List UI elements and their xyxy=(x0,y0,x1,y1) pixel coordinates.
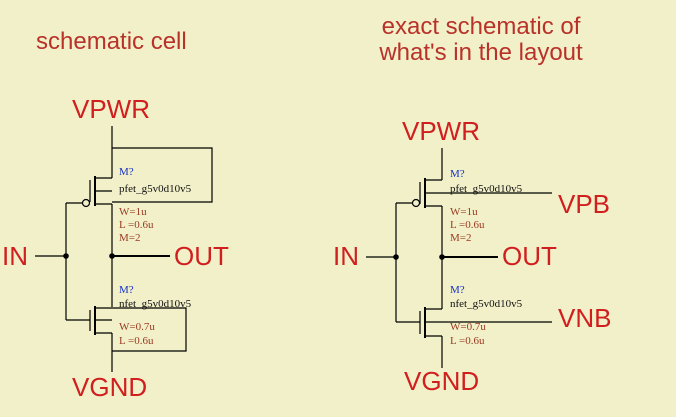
right-pmos-model: pfet_g5v0d10v5 xyxy=(450,183,523,195)
left-pmos-w: W=1u xyxy=(119,206,147,218)
right-pmos-w: W=1u xyxy=(450,206,478,218)
left-nmos-body-tie xyxy=(112,307,187,352)
left-in-label: IN xyxy=(2,241,28,271)
right-vgnd-label: VGND xyxy=(404,366,479,396)
right-vnb-label: VNB xyxy=(558,303,611,333)
left-vpwr-label: VPWR xyxy=(72,94,150,124)
right-out-label: OUT xyxy=(502,241,557,271)
left-gate-wire xyxy=(65,202,90,321)
right-pmos-bubble xyxy=(411,198,421,208)
title-line-2: what's in the layout xyxy=(379,39,583,66)
left-nmos-ref: M? xyxy=(119,284,134,296)
left-pmos-model: pfet_g5v0d10v5 xyxy=(119,183,192,195)
right-in-junction xyxy=(393,254,399,260)
left-vgnd-label: VGND xyxy=(72,372,147,402)
right-pmos-m: M=2 xyxy=(450,232,471,244)
title-exact-schematic: exact schematic of what's in the layout xyxy=(356,14,606,66)
right-pmos-ref: M? xyxy=(450,168,465,180)
left-out-label: OUT xyxy=(174,241,229,271)
left-nmos-l: L =0.6u xyxy=(119,335,154,347)
left-pmos-ref: M? xyxy=(119,166,134,178)
left-nmos-w: W=0.7u xyxy=(119,321,155,333)
right-gate-wire xyxy=(395,202,420,323)
right-vpwr-label: VPWR xyxy=(402,116,480,146)
left-circuit: VPWR VGND IN OUT xyxy=(2,94,229,402)
right-nmos-w: W=0.7u xyxy=(450,321,486,333)
right-in-label: IN xyxy=(333,241,359,271)
left-nmos-model: nfet_g5v0d10v5 xyxy=(119,298,192,310)
right-pmos-l: L =0.6u xyxy=(450,219,485,231)
right-circuit: VPWR VGND IN OUT VPB VNB xyxy=(333,116,611,396)
right-nmos-ref: M? xyxy=(450,284,465,296)
title-line-1: exact schematic of xyxy=(381,13,581,40)
left-out-junction xyxy=(109,253,115,259)
left-pmos-bubble xyxy=(81,198,91,208)
right-nmos-model: nfet_g5v0d10v5 xyxy=(450,298,523,310)
right-vpb-label: VPB xyxy=(558,189,610,219)
right-nmos-l: L =0.6u xyxy=(450,335,485,347)
left-pmos-l: L =0.6u xyxy=(119,219,154,231)
left-pmos-m: M=2 xyxy=(119,232,140,244)
left-in-junction xyxy=(63,253,69,259)
left-pmos-body-tie xyxy=(112,147,213,203)
right-out-junction xyxy=(439,254,445,260)
title-schematic-cell: schematic cell xyxy=(36,28,187,55)
